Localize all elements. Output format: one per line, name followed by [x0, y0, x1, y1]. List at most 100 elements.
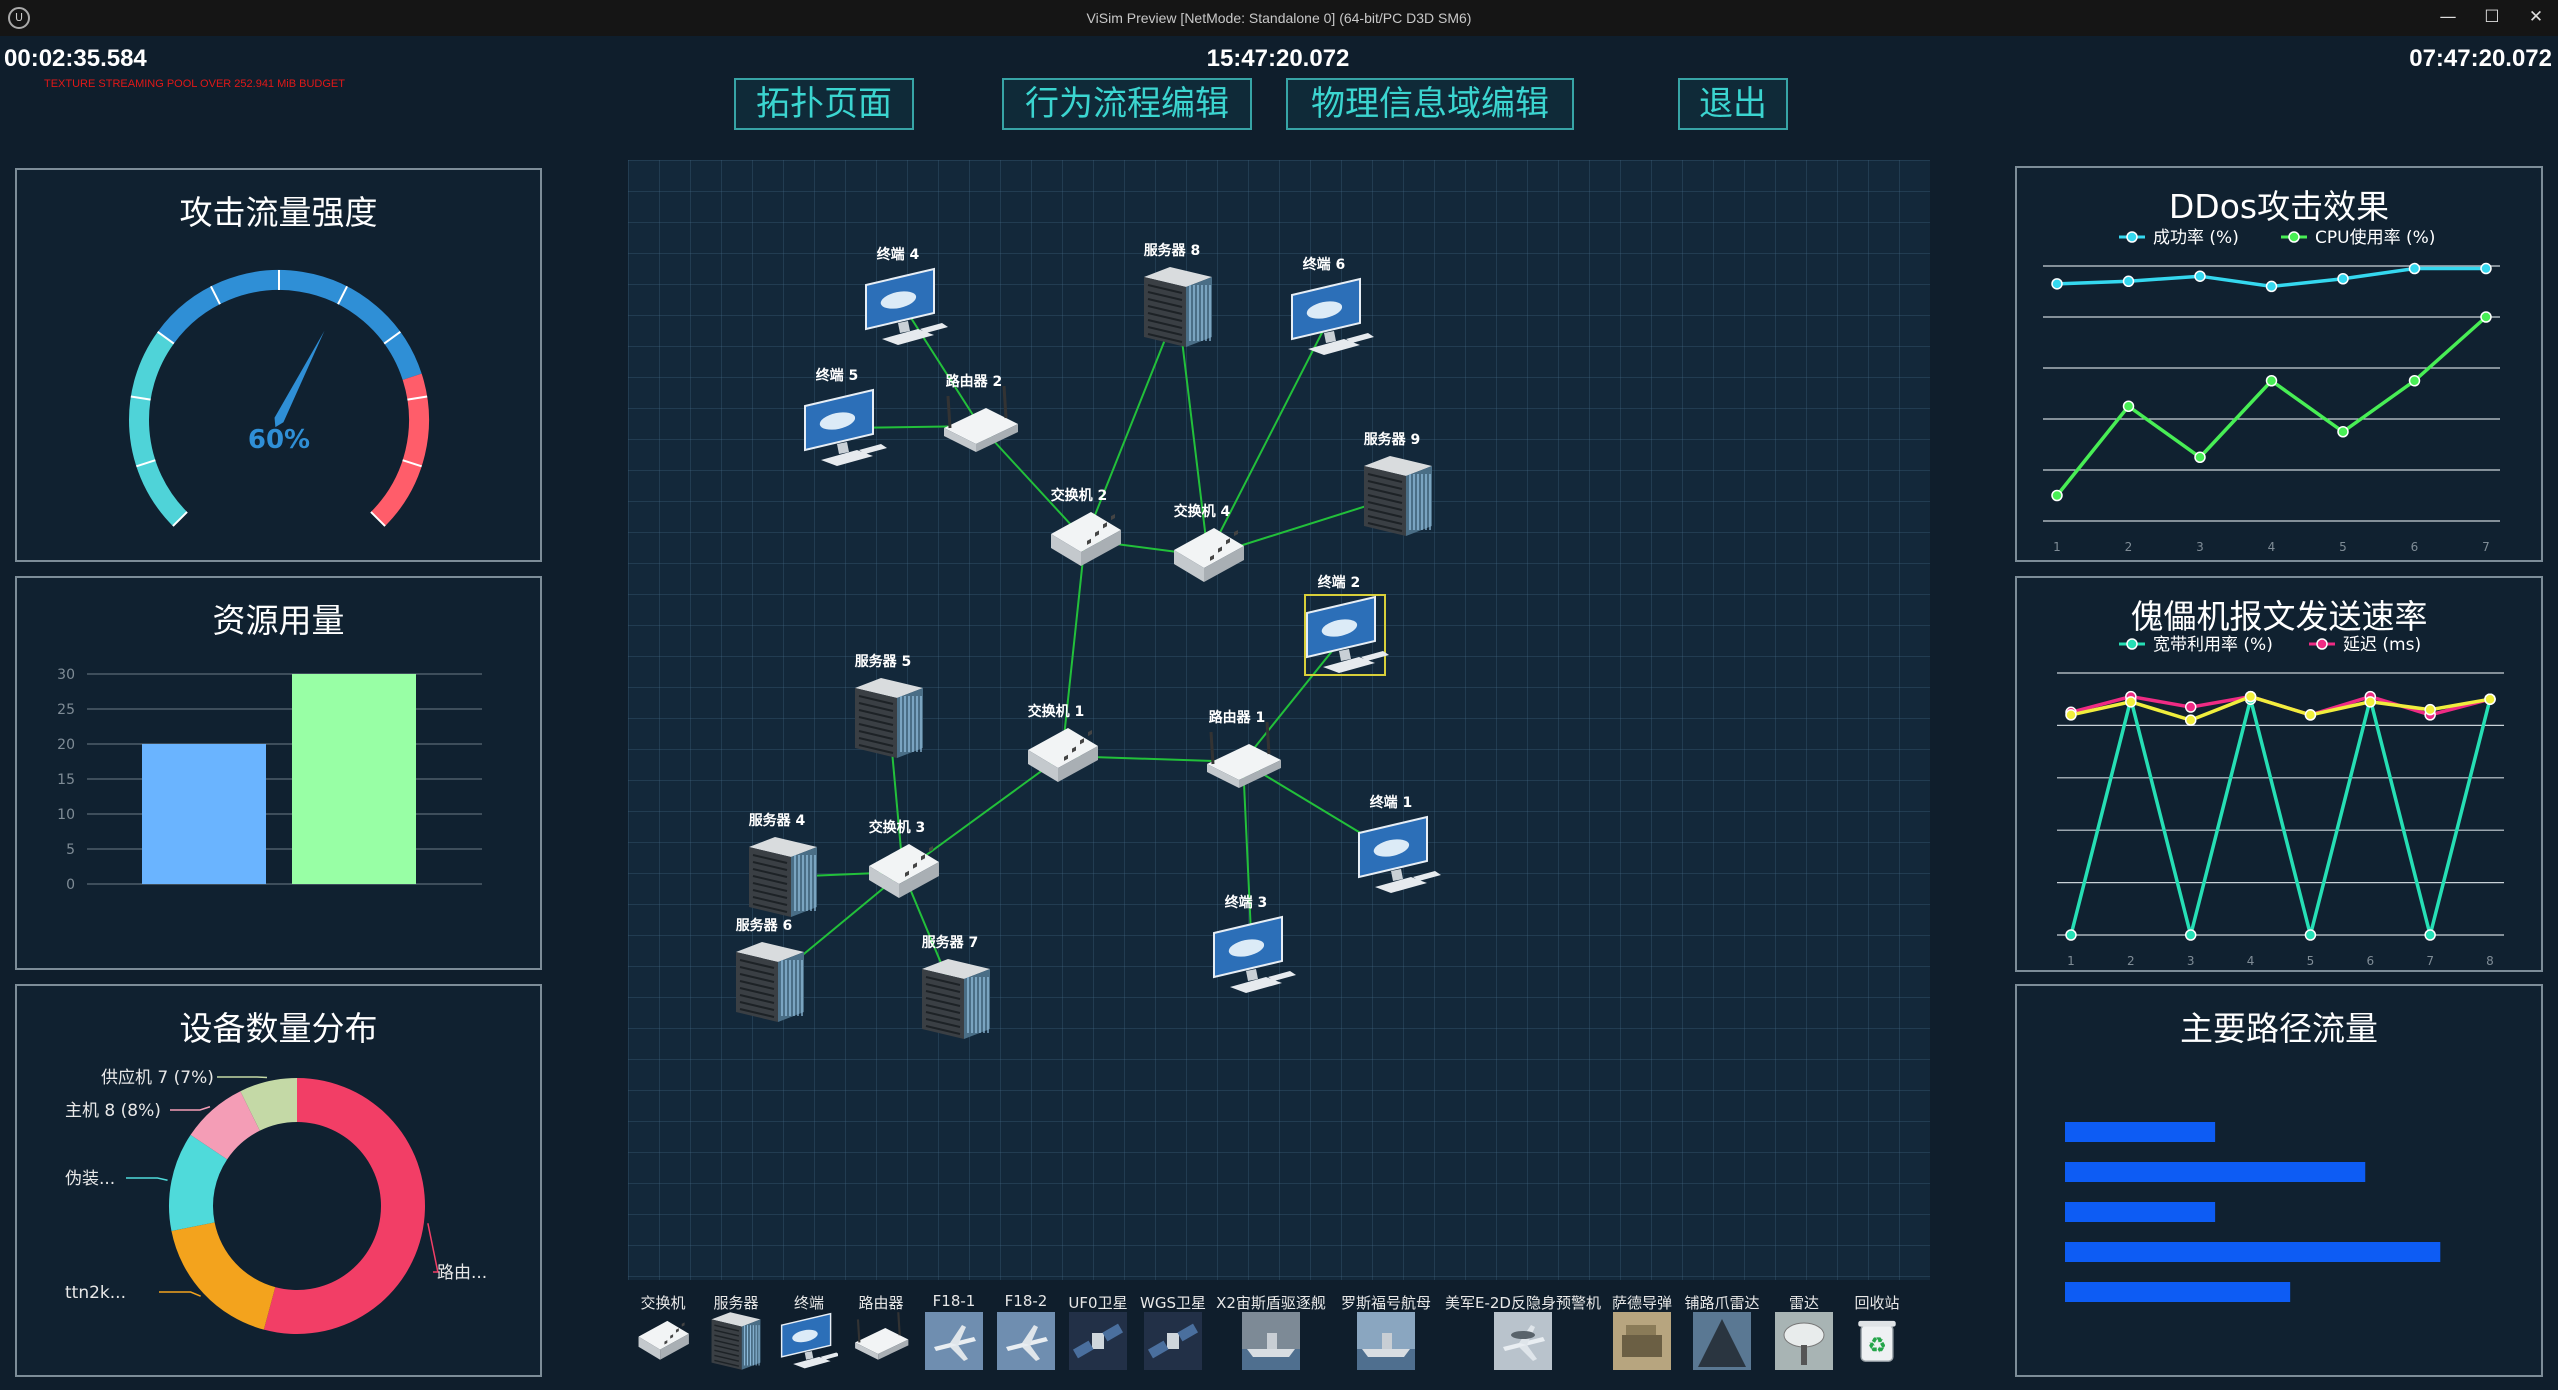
tray-label: F18-2: [1004, 1292, 1048, 1310]
router-icon: [1207, 721, 1281, 788]
tray-item-router[interactable]: [852, 1312, 910, 1370]
terminal-icon: [1291, 277, 1374, 355]
tray-item-recycle-bin[interactable]: ♻: [1848, 1312, 1906, 1370]
tray-item-satellite[interactable]: [1144, 1312, 1202, 1370]
topology-node-t3[interactable]: 终端 3: [1213, 894, 1296, 993]
tray-item-radar-dish[interactable]: [1775, 1312, 1833, 1370]
donut-label: 路由...: [437, 1263, 487, 1283]
switch-icon: [1051, 512, 1121, 566]
topology-canvas[interactable]: 终端 4 终端 5 路由器 2 服务器 8 终端 6 交换机 2 交换机 4 服务器 9 终端 …: [628, 160, 1930, 1280]
series-line: [2069, 698, 2492, 936]
topology-node-t1[interactable]: 终端 1: [1358, 794, 1441, 893]
res-ytick: 0: [66, 877, 75, 893]
topology-graph[interactable]: 终端 4 终端 5 路由器 2 服务器 8 终端 6 交换机 2 交换机 4 服务器 9 终端 …: [628, 160, 1930, 1280]
switch-icon: [1174, 528, 1244, 582]
topology-node-sw2[interactable]: 交换机 2: [1051, 487, 1121, 566]
topology-node-r2[interactable]: 路由器 2: [944, 373, 1018, 452]
tray-item-carrier[interactable]: [1357, 1312, 1415, 1370]
topology-node-t6[interactable]: 终端 6: [1291, 256, 1374, 355]
gauge-tick: [172, 511, 188, 527]
chart-xtick: 1: [2067, 954, 2075, 968]
tray-label: X2宙斯盾驱逐舰: [1216, 1294, 1326, 1312]
close-button[interactable]: ✕: [2528, 7, 2544, 27]
exit-button[interactable]: 退出: [1678, 78, 1788, 130]
res-ytick: 30: [57, 667, 75, 683]
topology-node-s6[interactable]: 服务器 6: [736, 917, 804, 1022]
svg-text:♻: ♻: [1867, 1334, 1886, 1359]
legend-label: 成功率 (%): [2153, 228, 2239, 248]
tray-item-fighter-jet[interactable]: [997, 1312, 1055, 1370]
topology-node-label: 终端 5: [816, 367, 859, 384]
topology-link: [1242, 634, 1346, 763]
gauge-needle: [274, 330, 325, 428]
chart-xtick: 5: [2307, 954, 2315, 968]
topology-node-s4[interactable]: 服务器 4: [749, 812, 817, 917]
tray-item-missile[interactable]: [1613, 1312, 1671, 1370]
topology-node-s7[interactable]: 服务器 7: [922, 934, 990, 1039]
topology-page-button[interactable]: 拓扑页面: [734, 78, 914, 130]
donut-label: 主机 8 (8%): [65, 1101, 161, 1121]
series-point: [2184, 714, 2197, 726]
server-icon: [922, 959, 990, 1039]
topology-link: [1061, 539, 1086, 757]
recycle-bin-icon: ♻: [1858, 1320, 1896, 1362]
tray-item-terminal[interactable]: [780, 1312, 838, 1370]
minimize-button[interactable]: —: [2439, 7, 2457, 27]
awacs-icon: [1494, 1312, 1552, 1370]
traffic-bar: [2065, 1122, 2216, 1142]
chart-xtick: 4: [2247, 954, 2255, 968]
gauge-tick: [383, 331, 401, 345]
topology-node-sw3[interactable]: 交换机 3: [869, 819, 939, 898]
topology-node-label: 交换机 1: [1028, 703, 1085, 720]
tray-item-satellite[interactable]: [1069, 1312, 1127, 1370]
topology-node-sw4[interactable]: 交换机 4: [1174, 503, 1244, 582]
behavior-flow-edit-button[interactable]: 行为流程编辑: [1002, 78, 1252, 130]
tray-item-awacs[interactable]: [1494, 1312, 1552, 1370]
resource-usage-title: 资源用量: [212, 601, 345, 640]
series-point: [2194, 270, 2206, 282]
chart-xtick: 7: [2482, 540, 2490, 554]
series-point: [2408, 375, 2421, 387]
gauge-tick: [370, 511, 386, 527]
device-distribution-title: 设备数量分布: [179, 1009, 378, 1048]
gauge-tick: [402, 459, 422, 468]
terminal-icon: [804, 388, 887, 466]
donut-slice: [263, 1078, 425, 1334]
tray-label: 美军E-2D反隐身预警机: [1445, 1294, 1601, 1312]
topology-node-s9[interactable]: 服务器 9: [1364, 431, 1432, 536]
series-point: [2184, 929, 2197, 941]
window-titlebar[interactable]: [0, 0, 2558, 36]
legend-marker: [2288, 231, 2300, 243]
tray-item-server[interactable]: [707, 1312, 765, 1370]
tray-item-radar-station[interactable]: [1693, 1312, 1751, 1370]
topology-node-r1[interactable]: 路由器 1: [1207, 709, 1281, 788]
streaming-warning: TEXTURE STREAMING POOL OVER 252.941 MiB …: [44, 78, 345, 90]
tray-item-switch[interactable]: [634, 1312, 692, 1370]
chart-xtick: 6: [2366, 954, 2374, 968]
tray-item-fighter-jet[interactable]: [925, 1312, 983, 1370]
topology-node-label: 服务器 5: [855, 653, 912, 670]
selection-box: [1304, 594, 1386, 676]
topology-node-s8[interactable]: 服务器 8: [1144, 242, 1212, 347]
chart-xtick: 7: [2426, 954, 2434, 968]
traffic-bar: [2065, 1242, 2441, 1262]
topology-node-label: 服务器 6: [736, 917, 793, 934]
tray-item-destroyer[interactable]: [1242, 1312, 1300, 1370]
topology-node-t4[interactable]: 终端 4: [865, 246, 948, 345]
res-bar: [292, 674, 416, 884]
topology-node-sw1[interactable]: 交换机 1: [1028, 703, 1098, 782]
tray-label: 铺路爪雷达: [1684, 1294, 1760, 1312]
topology-node-t5[interactable]: 终端 5: [804, 367, 887, 466]
gauge-arc-low: [129, 331, 188, 527]
donut-leader: [170, 1106, 211, 1111]
server-icon: [1144, 267, 1212, 347]
physical-domain-edit-button[interactable]: 物理信息域编辑: [1286, 78, 1574, 130]
topology-node-t2[interactable]: 终端 2: [1304, 574, 1389, 676]
router-icon: [944, 385, 1018, 452]
maximize-button[interactable]: ☐: [2484, 7, 2500, 27]
device-distribution-panel: 设备数量分布 路由...ttn2k...伪装...主机 8 (8%)供应机 7 …: [15, 984, 542, 1377]
missile-icon: [1613, 1312, 1671, 1370]
topology-node-s5[interactable]: 服务器 5: [855, 653, 923, 758]
topology-link: [1207, 316, 1331, 557]
